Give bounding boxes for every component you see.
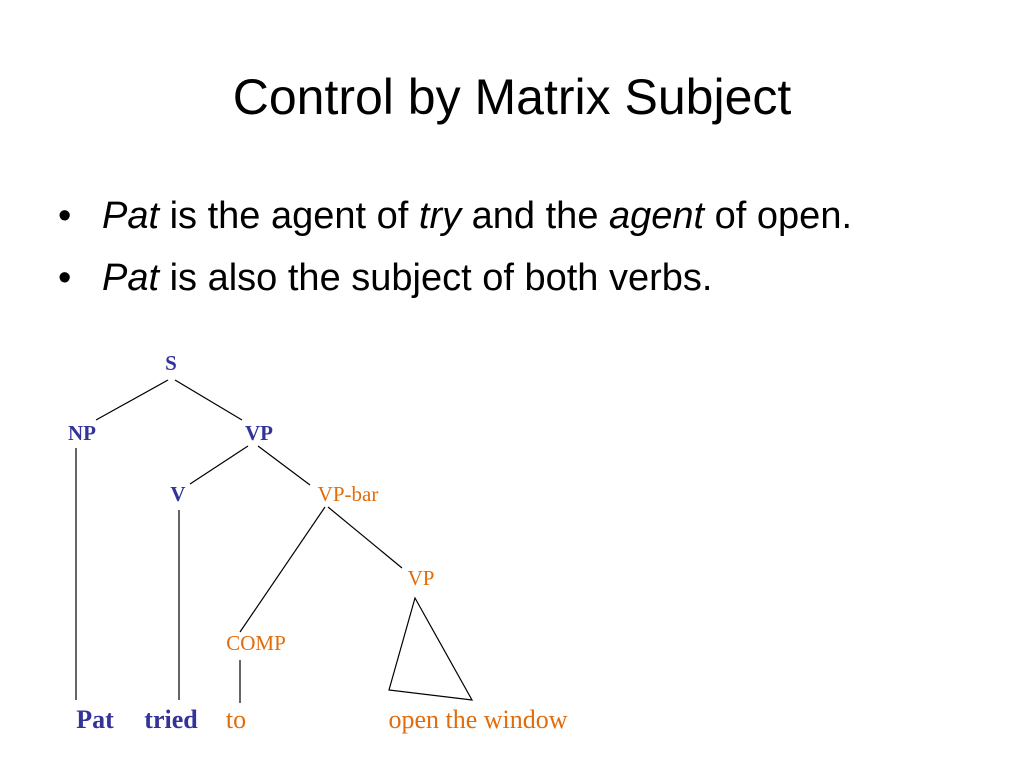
bullet-item-2: • Pat is also the subject of both verbs. bbox=[58, 254, 918, 302]
bullet-1-part-3: try bbox=[418, 195, 462, 237]
bullet-dot-icon: • bbox=[58, 257, 72, 299]
edge-vp-v bbox=[189, 445, 249, 485]
bullet-item-1: • Pat is the agent of try and the agent … bbox=[58, 192, 918, 240]
node-vp-2: VP bbox=[407, 566, 435, 590]
bullet-text-1: Pat is the agent of try and the agent of… bbox=[102, 195, 852, 237]
node-vp-bar: VP-bar bbox=[317, 482, 379, 506]
vp-triangle bbox=[388, 596, 474, 701]
edge-vpbar-comp bbox=[239, 506, 326, 633]
edge-s-vp bbox=[174, 379, 243, 421]
bullet-1-part-2: is the agent of bbox=[159, 195, 419, 237]
bullet-dot-icon: • bbox=[58, 195, 72, 237]
bullet-1-part-6: of open. bbox=[704, 195, 853, 237]
leaf-pat: Pat bbox=[76, 705, 114, 734]
bullet-list: • Pat is the agent of try and the agent … bbox=[58, 192, 918, 316]
leaf-tried: tried bbox=[144, 705, 198, 734]
bullet-text-2: Pat is also the subject of both verbs. bbox=[102, 257, 712, 299]
node-vp: VP bbox=[245, 421, 273, 445]
bullet-1-part-4: and the bbox=[461, 195, 610, 237]
node-v: V bbox=[170, 482, 186, 506]
node-comp: COMP bbox=[226, 631, 286, 655]
bullet-2-part-2: is also the subject of both verbs. bbox=[159, 257, 713, 299]
leaf-to: to bbox=[225, 705, 247, 734]
bullet-1-part-1: Pat bbox=[102, 195, 160, 237]
leaf-open-the-window: open the window bbox=[388, 705, 568, 734]
node-np: NP bbox=[68, 421, 96, 445]
bullet-2-part-1: Pat bbox=[102, 257, 160, 299]
slide-title: Control by Matrix Subject bbox=[232, 69, 792, 125]
edge-vpbar-vp2 bbox=[327, 506, 403, 569]
node-s: S bbox=[165, 351, 177, 375]
edge-s-np bbox=[95, 379, 169, 421]
edge-vp-vpbar bbox=[257, 445, 311, 486]
bullet-1-part-5: agent bbox=[609, 195, 705, 237]
